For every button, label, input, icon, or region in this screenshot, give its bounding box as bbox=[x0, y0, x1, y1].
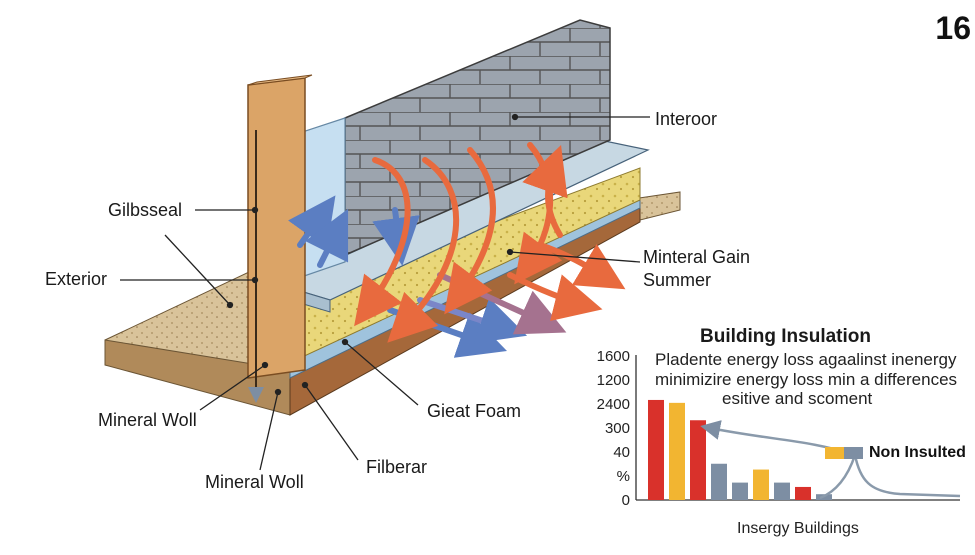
label-great-foam: Gieat Foam bbox=[427, 401, 522, 421]
chart-bar bbox=[669, 402, 685, 500]
callout-lines bbox=[120, 113, 650, 471]
chart-subtitle-2: minimizire energy loss min a differences bbox=[655, 370, 958, 389]
legend-swatch-yellow bbox=[825, 447, 844, 459]
label-fiberar: Filberar bbox=[366, 457, 428, 477]
y-tick-label: 2400 bbox=[596, 396, 630, 413]
chart-bar bbox=[690, 420, 706, 500]
legend-swatch-gray bbox=[844, 447, 863, 459]
label-mineral-wool-1: Mineral Woll bbox=[98, 410, 197, 430]
y-tick-label: % bbox=[616, 468, 630, 485]
y-tick-label: 1200 bbox=[596, 372, 630, 389]
page-number: 16 bbox=[935, 10, 971, 46]
x-axis-label: Insergy Buildings bbox=[737, 520, 859, 537]
y-tick-label: 40 bbox=[613, 444, 630, 461]
chart-title: Building Insulation bbox=[700, 326, 871, 347]
legend: Non Insulted bbox=[825, 444, 966, 462]
wood-post bbox=[247, 74, 313, 403]
chart-bar bbox=[648, 399, 664, 500]
chart-bars bbox=[648, 399, 832, 500]
chart-subtitle-1: Pladente energy loss agaalinst inenergy bbox=[655, 350, 957, 369]
y-tick-label: 300 bbox=[604, 420, 630, 437]
chart-bar bbox=[795, 486, 811, 500]
y-tick-label: 1600 bbox=[596, 348, 630, 365]
label-interior: Interoor bbox=[655, 109, 718, 129]
label-mineral-wool-2: Mineral Woll bbox=[205, 472, 304, 492]
label-summer: Summer bbox=[643, 270, 712, 290]
chart-bar bbox=[774, 482, 790, 500]
y-tick-label: 0 bbox=[621, 492, 630, 509]
trend-tail bbox=[853, 454, 961, 498]
label-gypsum: Gilbsseal bbox=[108, 200, 183, 220]
label-exterior: Exterior bbox=[45, 269, 108, 289]
chart-bar bbox=[753, 469, 769, 500]
chart-subtitle-3: esitive and scoment bbox=[722, 389, 873, 408]
chart-bar bbox=[732, 482, 748, 500]
label-mineral-gain: Minteral Gain bbox=[643, 247, 751, 267]
heat-flow-arrows bbox=[354, 142, 626, 343]
chart-bar bbox=[711, 463, 727, 500]
legend-label: Non Insulted bbox=[869, 444, 966, 461]
